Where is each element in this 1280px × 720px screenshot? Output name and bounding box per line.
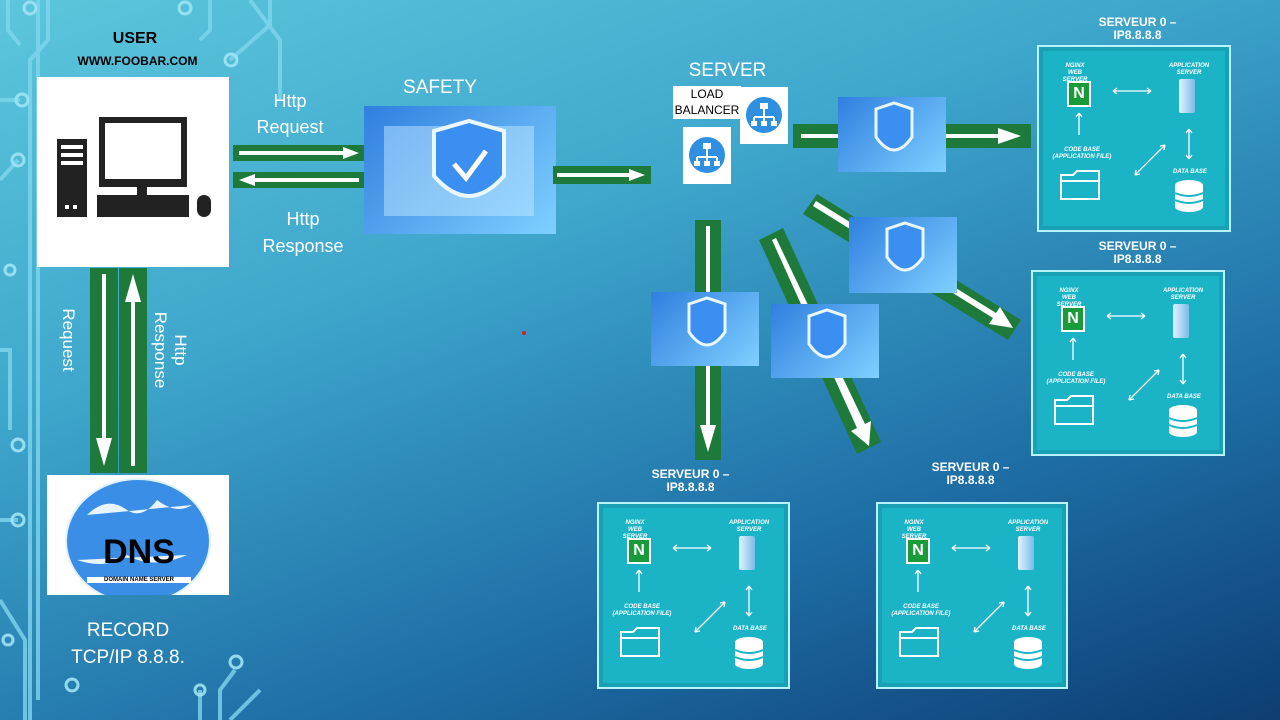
load-balancer-label-box: LOAD BALANCER [673, 86, 741, 119]
app-server-label: APPLICATION SERVER [728, 520, 770, 533]
server-box-1: NGINX WEB SERVER APPLICATION SERVER N CO… [1037, 45, 1231, 232]
nginx-label: NGINX WEB SERVER [1062, 63, 1088, 83]
user-title: USER [112, 30, 158, 47]
safety-image-server-3 [651, 292, 759, 366]
http-request-arrow [233, 145, 365, 161]
folder-icon [1060, 170, 1100, 200]
server-box-3: NGINX WEB SERVER APPLICATION SERVER N CO… [597, 502, 790, 689]
shield-icon [885, 221, 925, 272]
server-title-3: SERVEUR 0 – IP8.8.8.8 [651, 467, 730, 494]
http-request-label: Http Request [256, 91, 324, 137]
nginx-label: NGINX WEB SERVER [901, 520, 927, 540]
nginx-icon: N [1061, 306, 1085, 332]
load-balancer-label: LOAD BALANCER [674, 87, 740, 117]
dns-record-label: RECORD [86, 620, 170, 641]
safety-image-server-2 [849, 217, 957, 293]
code-base-label: CODE BASE (APPLICATION FILE) [1052, 147, 1112, 160]
database-label: DATA BASE [1167, 394, 1201, 400]
shield-icon [874, 101, 914, 152]
folder-icon [620, 627, 660, 657]
computer-icon [57, 117, 211, 217]
app-server-icon [739, 536, 755, 570]
user-domain: WWW.FOOBAR.COM [77, 54, 198, 68]
app-server-icon [1173, 304, 1189, 338]
server-box-2: NGINX WEB SERVER APPLICATION SERVER N CO… [1031, 270, 1225, 456]
connection-lines [635, 544, 753, 633]
shield-icon [687, 296, 727, 347]
dns-request-arrow [90, 268, 118, 473]
dns-globe-panel: DNS DOMAIN NAME SERVER [47, 475, 229, 595]
folder-icon [1054, 395, 1094, 425]
user-computer-panel [37, 77, 229, 267]
database-icon [1174, 180, 1204, 212]
database-label: DATA BASE [733, 626, 767, 632]
code-base-label: CODE BASE (APPLICATION FILE) [1046, 372, 1106, 385]
nginx-icon: N [906, 538, 930, 564]
shield-icon [807, 308, 847, 359]
load-balancer-node-2 [683, 127, 731, 184]
safety-image-server-1 [838, 97, 946, 172]
dns-request-label: Request [59, 308, 78, 372]
load-balancer-node-1 [740, 87, 788, 144]
safety-image [364, 106, 556, 234]
connection-lines [1075, 87, 1193, 176]
nginx-icon: N [627, 538, 651, 564]
red-dot [522, 331, 526, 335]
safety-image-server-4 [771, 304, 879, 378]
http-response-arrow [233, 172, 365, 188]
safety-label: SAFETY [403, 77, 477, 98]
app-server-icon [1018, 536, 1034, 570]
database-icon [1013, 637, 1043, 669]
shield-icon [384, 118, 534, 216]
folder-icon [899, 627, 939, 657]
app-server-label: APPLICATION SERVER [1162, 288, 1204, 301]
server-box-4: NGINX WEB SERVER APPLICATION SERVER N CO… [876, 502, 1068, 689]
safety-to-server-arrow [553, 166, 651, 184]
server-title-4: SERVEUR 0 – IP8.8.8.8 [931, 460, 1010, 487]
database-label: DATA BASE [1173, 169, 1207, 175]
connection-lines [1069, 312, 1187, 401]
database-icon [734, 637, 764, 669]
server-label: SERVER [688, 60, 767, 81]
dns-response-label: Http Response [151, 311, 190, 389]
network-node-icon [746, 97, 782, 133]
nginx-icon: N [1067, 81, 1091, 107]
app-server-label: APPLICATION SERVER [1168, 63, 1210, 76]
dns-subtext: DOMAIN NAME SERVER [87, 577, 191, 583]
http-response-label: Http Response [262, 209, 344, 256]
code-base-label: CODE BASE (APPLICATION FILE) [612, 604, 672, 617]
app-server-label: APPLICATION SERVER [1007, 520, 1049, 533]
code-base-label: CODE BASE (APPLICATION FILE) [891, 604, 951, 617]
globe-icon [65, 478, 211, 595]
server-title-1: SERVEUR 0 – IP8.8.8.8 [1098, 15, 1177, 42]
database-icon [1168, 405, 1198, 437]
app-server-icon [1179, 79, 1195, 113]
database-label: DATA BASE [1012, 626, 1046, 632]
nginx-label: NGINX WEB SERVER [1056, 288, 1082, 308]
server-title-2: SERVEUR 0 – IP8.8.8.8 [1098, 239, 1177, 266]
connection-lines [914, 544, 1032, 633]
network-node-icon [689, 137, 725, 173]
dns-response-arrow [119, 268, 147, 473]
nginx-label: NGINX WEB SERVER [622, 520, 648, 540]
dns-ip-label: TCP/IP 8.8.8. [71, 647, 185, 668]
dns-text: DNS [103, 533, 175, 571]
